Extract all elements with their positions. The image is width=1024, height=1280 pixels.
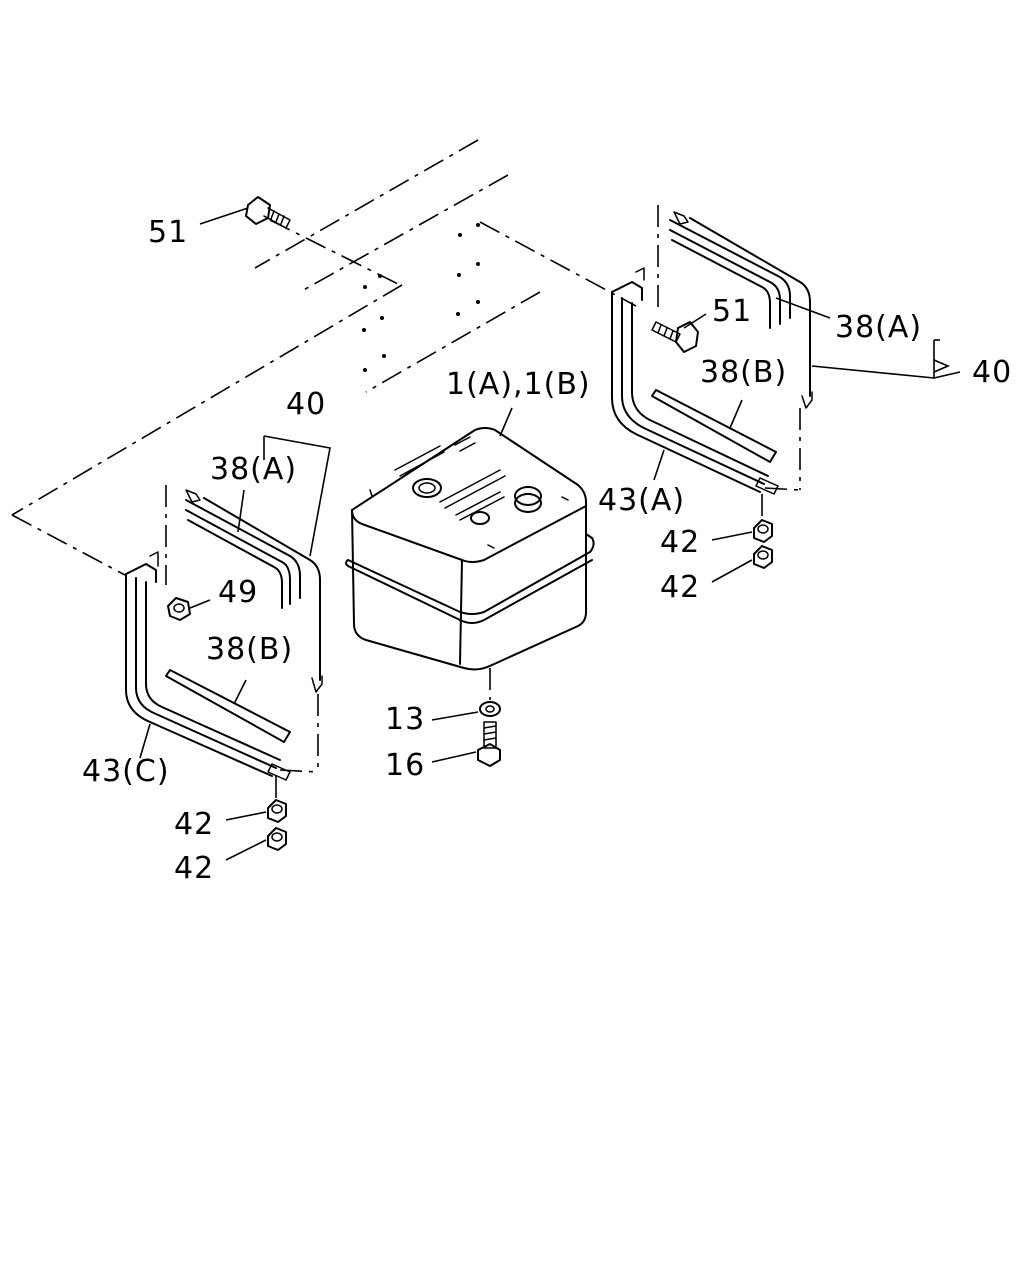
washer-13 xyxy=(479,701,501,717)
callout-38a-left: 38(A) xyxy=(210,452,298,487)
bracket-assembly-right xyxy=(611,205,813,495)
callout-43a: 43(A) xyxy=(598,483,686,518)
fuel-tank xyxy=(345,427,595,671)
callout-51-right: 51 xyxy=(712,294,753,329)
nut-49 xyxy=(167,597,191,621)
callout-40-right: 40 xyxy=(972,355,1013,390)
nut-42-right-upper xyxy=(753,519,773,543)
bolt-51-right xyxy=(651,321,699,353)
nut-42-left-upper xyxy=(267,799,287,823)
callout-42-right-lower: 42 xyxy=(660,570,701,605)
callout-1a-1b: 1(A),1(B) xyxy=(446,367,591,402)
callout-40-left: 40 xyxy=(286,387,327,422)
nut-42-left-lower xyxy=(267,827,287,851)
nut-42-right-lower xyxy=(753,545,773,569)
leader-lines xyxy=(139,207,961,861)
callout-38a-right: 38(A) xyxy=(835,310,923,345)
bracket-assembly-left xyxy=(125,485,323,781)
callout-42-right-upper: 42 xyxy=(660,525,701,560)
callout-38b-left: 38(B) xyxy=(206,632,294,667)
frame-holes xyxy=(362,223,480,372)
bolt-51-top xyxy=(245,196,291,229)
frame-rail xyxy=(11,139,637,576)
callout-51-top: 51 xyxy=(148,215,189,250)
callout-13: 13 xyxy=(385,702,426,737)
callout-42-left-upper: 42 xyxy=(174,807,215,842)
callout-42-left-lower: 42 xyxy=(174,851,215,886)
callout-16: 16 xyxy=(385,748,426,783)
callout-49: 49 xyxy=(218,575,259,610)
bolt-16 xyxy=(477,721,501,767)
callout-38b-right: 38(B) xyxy=(700,355,788,390)
callout-43c: 43(C) xyxy=(82,754,170,789)
